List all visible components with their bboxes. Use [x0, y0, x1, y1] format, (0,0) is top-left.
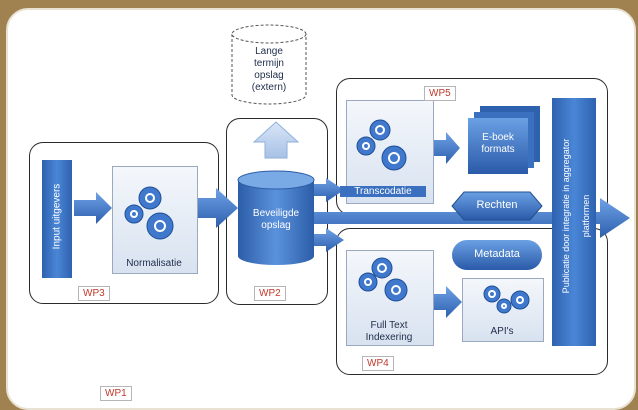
wp4-box: [336, 228, 608, 375]
arrow-normalisatie-to-storage: [196, 188, 238, 228]
gear-icon: [510, 290, 530, 310]
external-storage-label-3: opslag: [254, 70, 284, 81]
arrow-fulltext-to-apis: [434, 286, 462, 318]
wp1-label: WP1: [100, 386, 132, 401]
input-label: Input uitgevers: [51, 183, 63, 250]
upload-arrow: [252, 121, 300, 159]
secure-storage-cylinder: [237, 170, 315, 265]
gear-icon: [483, 285, 501, 303]
rechten-shape: [451, 191, 543, 221]
metadata-label: Metadata: [474, 248, 520, 260]
input-bar: [42, 160, 72, 278]
external-storage-label-2: termijn: [253, 58, 284, 69]
arrow-input-to-normalisatie: [74, 192, 112, 224]
external-storage-cylinder: [231, 24, 307, 105]
wp5-label: WP5: [424, 86, 456, 101]
fulltext-label-1: Full Text: [370, 320, 408, 331]
fulltext-label-2: Indexering: [365, 332, 413, 343]
gear-icon: [381, 145, 407, 171]
gear-icon: [369, 119, 391, 141]
secure-storage-label-1: Beveiligde: [252, 208, 300, 219]
eboek-label-2: formats: [481, 144, 515, 155]
gear-icon: [384, 278, 408, 302]
eboek-label-1: E-boek: [482, 132, 514, 143]
wp3-label: WP3: [78, 286, 110, 301]
rechten-label: Rechten: [476, 199, 518, 211]
publicatie-label-1: Publicatie door integratie in aggregator: [561, 138, 571, 294]
external-storage-label-4: (extern): [251, 82, 287, 93]
publicatie-label-2: platformen: [581, 194, 591, 238]
gear-icon: [358, 272, 378, 292]
wp4-label: WP4: [362, 356, 394, 371]
gear-icon: [124, 204, 144, 224]
arrow-storage-to-transcodatie: [314, 178, 344, 202]
metadata-pill: [452, 240, 542, 270]
wp2-label: WP2: [254, 286, 286, 301]
gear-icon: [138, 186, 162, 210]
normalisatie-label: Normalisatie: [126, 258, 182, 269]
gear-icon: [371, 257, 393, 279]
arrow-transcodatie-to-eboek: [434, 132, 460, 164]
secure-storage-label-2: opslag: [261, 220, 291, 231]
eboek-formats-stack: [468, 106, 540, 174]
arrow-storage-to-fulltext: [314, 228, 344, 252]
publicatie-bar: [552, 98, 596, 346]
gear-icon: [146, 212, 174, 240]
external-storage-label-1: Lange: [255, 46, 283, 57]
gear-icon: [496, 298, 512, 314]
transcodatie-label: Transcodatie: [340, 186, 426, 197]
normalisatie-panel: [112, 166, 198, 274]
gear-icon: [356, 136, 376, 156]
apis-label: API's: [490, 326, 514, 337]
